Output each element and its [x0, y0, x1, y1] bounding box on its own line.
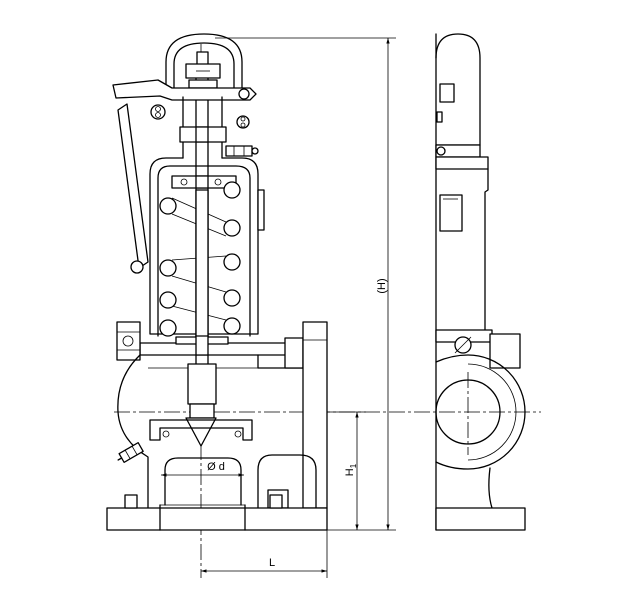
spring-coil	[159, 291, 177, 309]
spring-coil	[223, 253, 241, 271]
overall-height-label: (H)	[376, 278, 388, 293]
side-outlet-flange	[489, 333, 521, 369]
outlet-flange	[302, 321, 328, 509]
seat-diameter-label: Ø d	[207, 461, 225, 473]
side-bonnet	[484, 168, 489, 335]
face-to-center-label: L	[269, 557, 275, 569]
disc	[185, 363, 217, 447]
test-gag-nut	[225, 145, 253, 157]
spring-coil	[159, 259, 177, 277]
lever-pivot	[150, 104, 166, 120]
side-flange-face	[467, 363, 517, 461]
fork-pivot	[236, 115, 250, 129]
dimensions: (H) H1 L Ø d	[161, 37, 396, 578]
spring-coil	[159, 319, 177, 337]
yoke	[179, 96, 259, 159]
inlet-height-label: H1	[344, 463, 358, 476]
spring-coil	[223, 289, 241, 307]
spring-coil	[159, 197, 177, 215]
bonnet-flange	[139, 335, 291, 356]
inlet-flange	[106, 494, 328, 531]
spring-coil	[223, 317, 241, 335]
outlet-neck	[284, 337, 304, 369]
bonnet-bracket	[257, 189, 265, 231]
side-bonnet-top	[435, 156, 489, 170]
bolt-hole-left	[124, 494, 138, 509]
bolt-hole-right	[269, 494, 283, 509]
spring-coil	[223, 219, 241, 237]
fork-pin	[238, 88, 250, 100]
side-cap	[435, 33, 481, 146]
side-inlet-flange	[435, 507, 526, 531]
side-view	[435, 33, 526, 531]
spring-coil	[223, 181, 241, 199]
bonnet	[149, 157, 265, 337]
front-view	[106, 33, 328, 531]
cap	[165, 33, 243, 98]
side-bracket	[439, 194, 463, 232]
side-cap-label-plate	[439, 83, 455, 103]
side-body-outer	[435, 354, 526, 470]
drain-plug	[117, 442, 144, 463]
outlet-bore	[435, 379, 501, 445]
lifting-lever	[112, 79, 257, 274]
bonnet-plug	[116, 321, 141, 361]
lever-ball	[130, 260, 144, 274]
spring	[159, 181, 241, 339]
